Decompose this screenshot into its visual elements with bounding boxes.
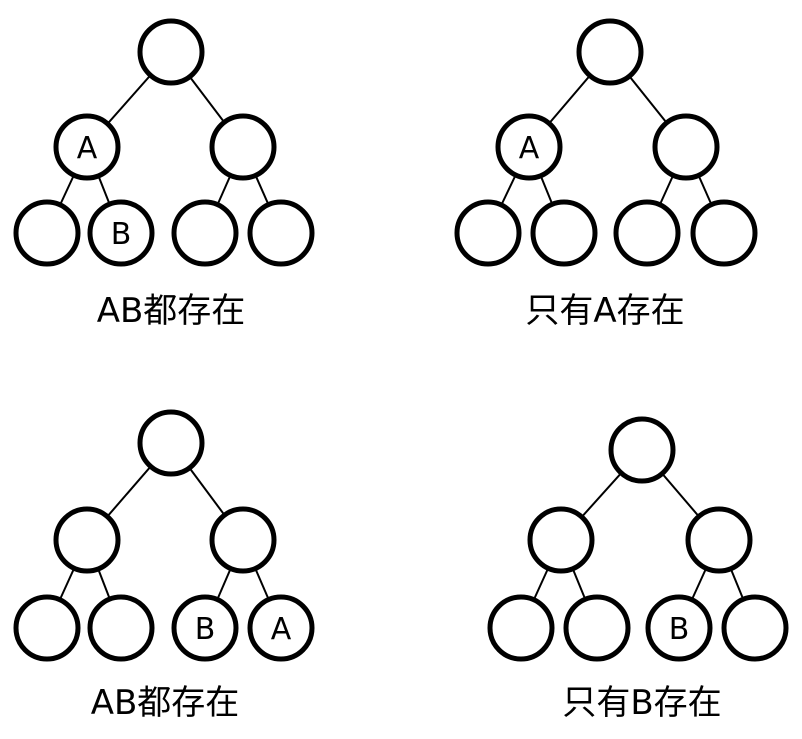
tree-node bbox=[690, 199, 758, 267]
tree-node bbox=[137, 18, 205, 86]
tree-node bbox=[53, 113, 121, 181]
tree-node bbox=[209, 113, 277, 181]
node-label: A bbox=[77, 131, 98, 166]
tree-node bbox=[247, 594, 315, 662]
tree-node bbox=[608, 416, 676, 484]
tree-node bbox=[645, 594, 713, 662]
node-label: B bbox=[195, 612, 216, 647]
node-label: B bbox=[111, 217, 132, 252]
tree-node bbox=[721, 594, 789, 662]
tree-node bbox=[685, 506, 753, 574]
tree-diagram-3: B A AB都存在 bbox=[13, 409, 315, 723]
tree-node bbox=[613, 199, 681, 267]
tree-node bbox=[527, 506, 595, 574]
diagram-caption: 只有B存在 bbox=[562, 683, 721, 723]
tree-node bbox=[530, 199, 598, 267]
tree-node bbox=[652, 113, 720, 181]
tree-diagram-1: A B AB都存在 bbox=[13, 18, 315, 331]
node-label: B bbox=[669, 612, 690, 647]
tree-node bbox=[53, 506, 121, 574]
tree-node bbox=[563, 594, 631, 662]
diagram-caption: AB都存在 bbox=[97, 291, 246, 331]
tree-node bbox=[454, 199, 522, 267]
tree-diagram-4: B 只有B存在 bbox=[487, 416, 789, 723]
tree-node bbox=[13, 594, 81, 662]
tree-node bbox=[87, 594, 155, 662]
node-label: A bbox=[271, 612, 292, 647]
tree-node bbox=[171, 594, 239, 662]
tree-node bbox=[13, 199, 81, 267]
tree-node bbox=[87, 199, 155, 267]
diagram-caption: 只有A存在 bbox=[525, 291, 684, 331]
tree-node bbox=[247, 199, 315, 267]
tree-node bbox=[576, 18, 644, 86]
tree-node bbox=[487, 594, 555, 662]
tree-diagram-2: A 只有A存在 bbox=[454, 18, 758, 331]
node-label: A bbox=[519, 131, 540, 166]
tree-node bbox=[171, 199, 239, 267]
tree-node bbox=[495, 113, 563, 181]
tree-node bbox=[137, 409, 205, 477]
diagram-caption: AB都存在 bbox=[91, 683, 240, 723]
tree-node bbox=[209, 506, 277, 574]
